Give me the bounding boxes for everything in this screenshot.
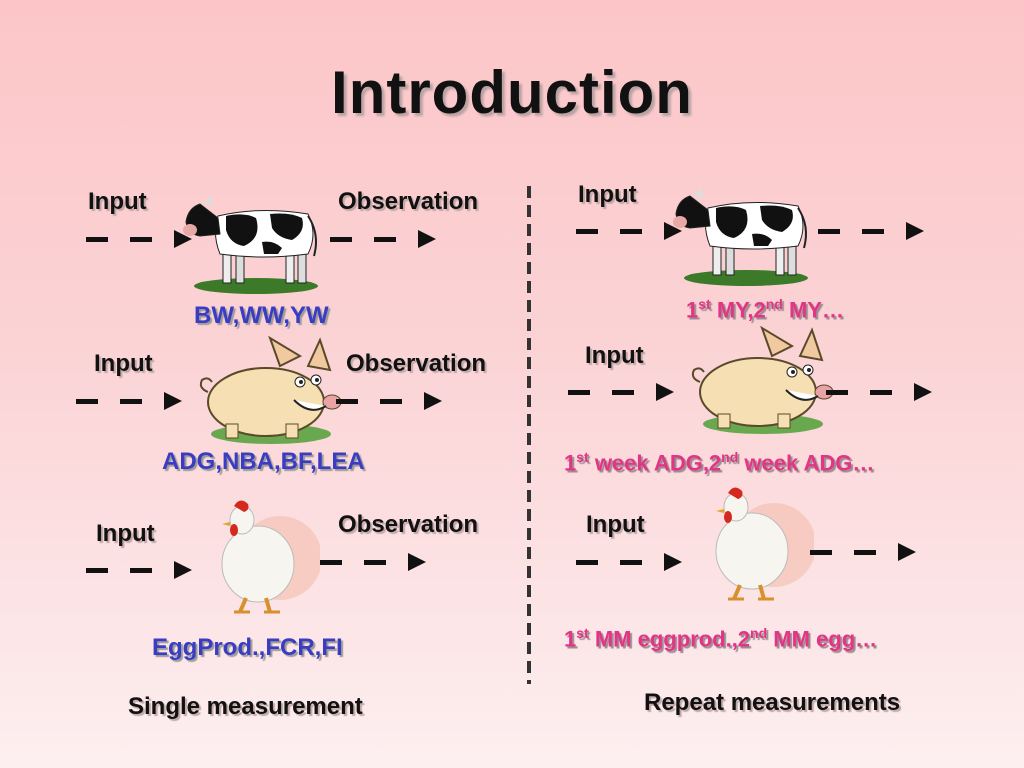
trait-list-chicken: EggProd.,FCR,FI	[152, 634, 343, 661]
output-arrow	[330, 230, 440, 248]
input-label: Input	[586, 511, 645, 538]
input-label: Input	[96, 520, 155, 547]
trait-list-cow-repeat: 1st MY,2nd MY…	[686, 296, 844, 323]
pig-image	[688, 326, 838, 436]
input-label: Input	[94, 350, 153, 377]
input-arrow	[86, 561, 196, 579]
output-arrow	[826, 383, 936, 401]
input-label: Input	[585, 342, 644, 369]
observation-label: Observation	[338, 511, 479, 538]
output-arrow	[818, 222, 928, 240]
column-divider	[527, 186, 531, 684]
observation-label: Observation	[338, 188, 479, 215]
cow-image	[178, 194, 328, 294]
trait-list-chicken-repeat: 1st MM eggprod.,2nd MM egg…	[564, 625, 878, 652]
output-arrow	[810, 543, 920, 561]
input-arrow	[76, 392, 186, 410]
chicken-image	[704, 478, 814, 608]
page-title: Introduction	[331, 59, 693, 126]
trait-list-pig: ADG,NBA,BF,LEA	[162, 448, 365, 475]
input-arrow	[576, 553, 686, 571]
cow-image	[668, 186, 818, 286]
output-arrow	[336, 392, 446, 410]
pig-image	[196, 336, 346, 446]
input-arrow	[568, 383, 678, 401]
chicken-image	[210, 496, 320, 616]
single-measurement-caption: Single measurement	[128, 693, 363, 720]
observation-label: Observation	[346, 350, 487, 377]
input-label: Input	[88, 188, 147, 215]
trait-list-cow: BW,WW,YW	[194, 302, 329, 329]
input-label: Input	[578, 181, 637, 208]
output-arrow	[320, 553, 430, 571]
trait-list-pig-repeat: 1st week ADG,2nd week ADG…	[564, 449, 875, 476]
repeat-measurements-caption: Repeat measurements	[644, 689, 901, 716]
